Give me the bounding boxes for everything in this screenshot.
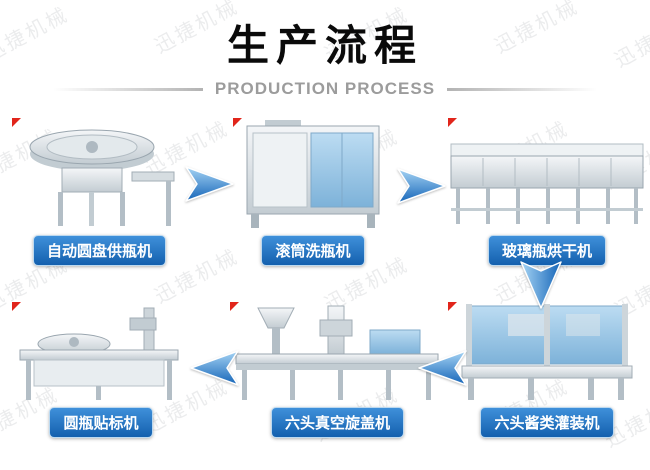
- flow-step-4: 六头酱类灌装机: [448, 302, 646, 438]
- red-corner-marker: [233, 118, 242, 127]
- machine-label-drum-bottle-washer: 滚筒洗瓶机: [261, 235, 365, 266]
- machine-label-round-bottle-labeler: 圆瓶贴标机: [49, 407, 153, 438]
- flow-step-3: 玻璃瓶烘干机: [448, 118, 646, 266]
- subtitle-row: PRODUCTION PROCESS: [0, 79, 650, 99]
- machine-label-six-head-sauce-filler: 六头酱类灌装机: [480, 407, 614, 438]
- machine-illustration-glass-bottle-dryer: [450, 143, 644, 224]
- arrow-right-icon-step2-to-step3: [394, 166, 448, 206]
- page-subtitle: PRODUCTION PROCESS: [214, 79, 436, 98]
- flow-step-2: 滚筒洗瓶机: [233, 118, 393, 266]
- machine-label-six-head-vacuum-capper: 六头真空旋盖机: [270, 407, 404, 438]
- header: 生产流程 PRODUCTION PROCESS: [0, 12, 650, 99]
- red-corner-marker: [12, 118, 21, 127]
- red-corner-marker: [12, 302, 21, 311]
- machine-label-glass-bottle-dryer: 玻璃瓶烘干机: [487, 235, 606, 266]
- flow-step-5: 六头真空旋盖机: [230, 302, 445, 438]
- machine-image-round-bottle-labeler: [12, 302, 190, 402]
- machine-illustration-auto-disc-bottle-feeder: [29, 129, 175, 226]
- flow-step-1: 自动圆盘供瓶机: [12, 118, 187, 266]
- machine-image-glass-bottle-dryer: [448, 118, 646, 230]
- red-corner-marker: [448, 302, 457, 311]
- machine-illustration-round-bottle-labeler: [19, 307, 179, 400]
- machine-illustration-six-head-vacuum-capper: [235, 305, 439, 400]
- red-corner-marker: [448, 118, 457, 127]
- machine-image-six-head-sauce-filler: [448, 302, 646, 402]
- machine-label-auto-disc-bottle-feeder: 自动圆盘供瓶机: [32, 235, 166, 266]
- arrow-left-icon-step4-to-step5: [416, 348, 470, 388]
- machine-image-drum-bottle-washer: [233, 118, 393, 230]
- subtitle-line-right: [447, 87, 598, 91]
- machine-illustration-six-head-sauce-filler: [461, 304, 633, 400]
- flow-step-6: 圆瓶贴标机: [12, 302, 190, 438]
- arrow-down-icon-step3-to-step4: [518, 258, 564, 312]
- subtitle-line-left: [52, 87, 203, 91]
- page-title: 生产流程: [226, 22, 423, 69]
- machine-image-auto-disc-bottle-feeder: [12, 118, 187, 230]
- machine-illustration-drum-bottle-washer: [246, 120, 380, 228]
- red-corner-marker: [230, 302, 239, 311]
- machine-image-six-head-vacuum-capper: [230, 302, 445, 402]
- arrow-left-icon-step5-to-step6: [188, 348, 242, 388]
- arrow-right-icon-step1-to-step2: [182, 164, 236, 204]
